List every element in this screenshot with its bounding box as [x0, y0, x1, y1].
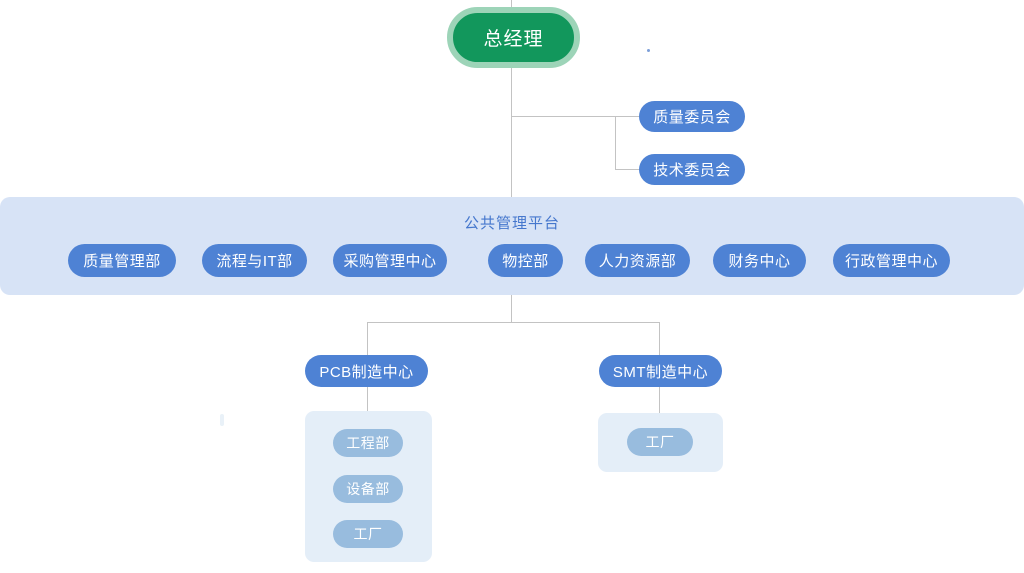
- node-quality-committee: 质量委员会: [639, 101, 745, 132]
- platform-band-label: 公共管理平台: [463, 215, 560, 232]
- node-pcb-engineering-dept: 工程部: [333, 429, 403, 457]
- node-quality-management-dept-label: 质量管理部: [83, 253, 161, 270]
- connector-top-root: [511, 0, 512, 8]
- node-admin-center: 行政管理中心: [833, 244, 950, 277]
- node-quality-committee-label: 质量委员会: [653, 109, 731, 126]
- node-general-manager-label: 总经理: [483, 29, 544, 50]
- connector-smt-to-container: [659, 386, 660, 414]
- node-pcb-factory: 工厂: [333, 520, 403, 548]
- node-procurement-center: 采购管理中心: [333, 244, 447, 277]
- node-pcb-center: PCB制造中心: [305, 355, 428, 387]
- node-pcb-engineering-dept-label: 工程部: [346, 435, 390, 451]
- node-smt-factory: 工厂: [627, 428, 693, 456]
- smt-sub-container: 工厂: [598, 413, 723, 472]
- node-pcb-factory-label: 工厂: [353, 526, 383, 542]
- connector-committee-horizontal-top: [512, 116, 639, 117]
- stray-smudge: [220, 414, 224, 426]
- node-process-it-dept: 流程与IT部: [202, 244, 307, 277]
- connector-committee-horizontal-bottom: [615, 169, 640, 170]
- connector-split-horizontal: [367, 322, 660, 323]
- node-pcb-equipment-dept: 设备部: [333, 475, 403, 503]
- connector-pcb-drop: [367, 322, 368, 356]
- node-smt-center-label: SMT制造中心: [612, 363, 709, 381]
- pcb-sub-container: 工程部 设备部 工厂: [305, 411, 432, 562]
- connector-smt-drop: [659, 322, 660, 356]
- connector-pcb-to-container: [367, 386, 368, 412]
- connector-root-to-band: [511, 67, 512, 197]
- node-pcb-equipment-dept-label: 设备部: [346, 481, 390, 497]
- node-technical-committee-label: 技术委员会: [653, 162, 731, 179]
- node-quality-management-dept: 质量管理部: [68, 244, 176, 277]
- node-technical-committee: 技术委员会: [639, 154, 745, 185]
- node-general-manager: 总经理: [447, 7, 580, 68]
- node-hr-dept: 人力资源部: [585, 244, 690, 277]
- connector-committee-vertical: [615, 116, 616, 170]
- node-smt-center: SMT制造中心: [599, 355, 722, 387]
- node-pcb-center-label: PCB制造中心: [319, 363, 414, 381]
- node-finance-center: 财务中心: [713, 244, 806, 277]
- node-hr-dept-label: 人力资源部: [598, 253, 677, 270]
- node-material-control-dept-label: 物控部: [502, 253, 549, 270]
- node-procurement-center-label: 采购管理中心: [343, 253, 437, 270]
- node-material-control-dept: 物控部: [488, 244, 563, 277]
- connector-band-to-split: [511, 295, 512, 323]
- node-process-it-dept-label: 流程与IT部: [216, 253, 293, 270]
- stray-dot: [647, 49, 650, 52]
- node-finance-center-label: 财务中心: [728, 253, 791, 270]
- node-smt-factory-label: 工厂: [645, 434, 675, 450]
- node-admin-center-label: 行政管理中心: [844, 253, 938, 270]
